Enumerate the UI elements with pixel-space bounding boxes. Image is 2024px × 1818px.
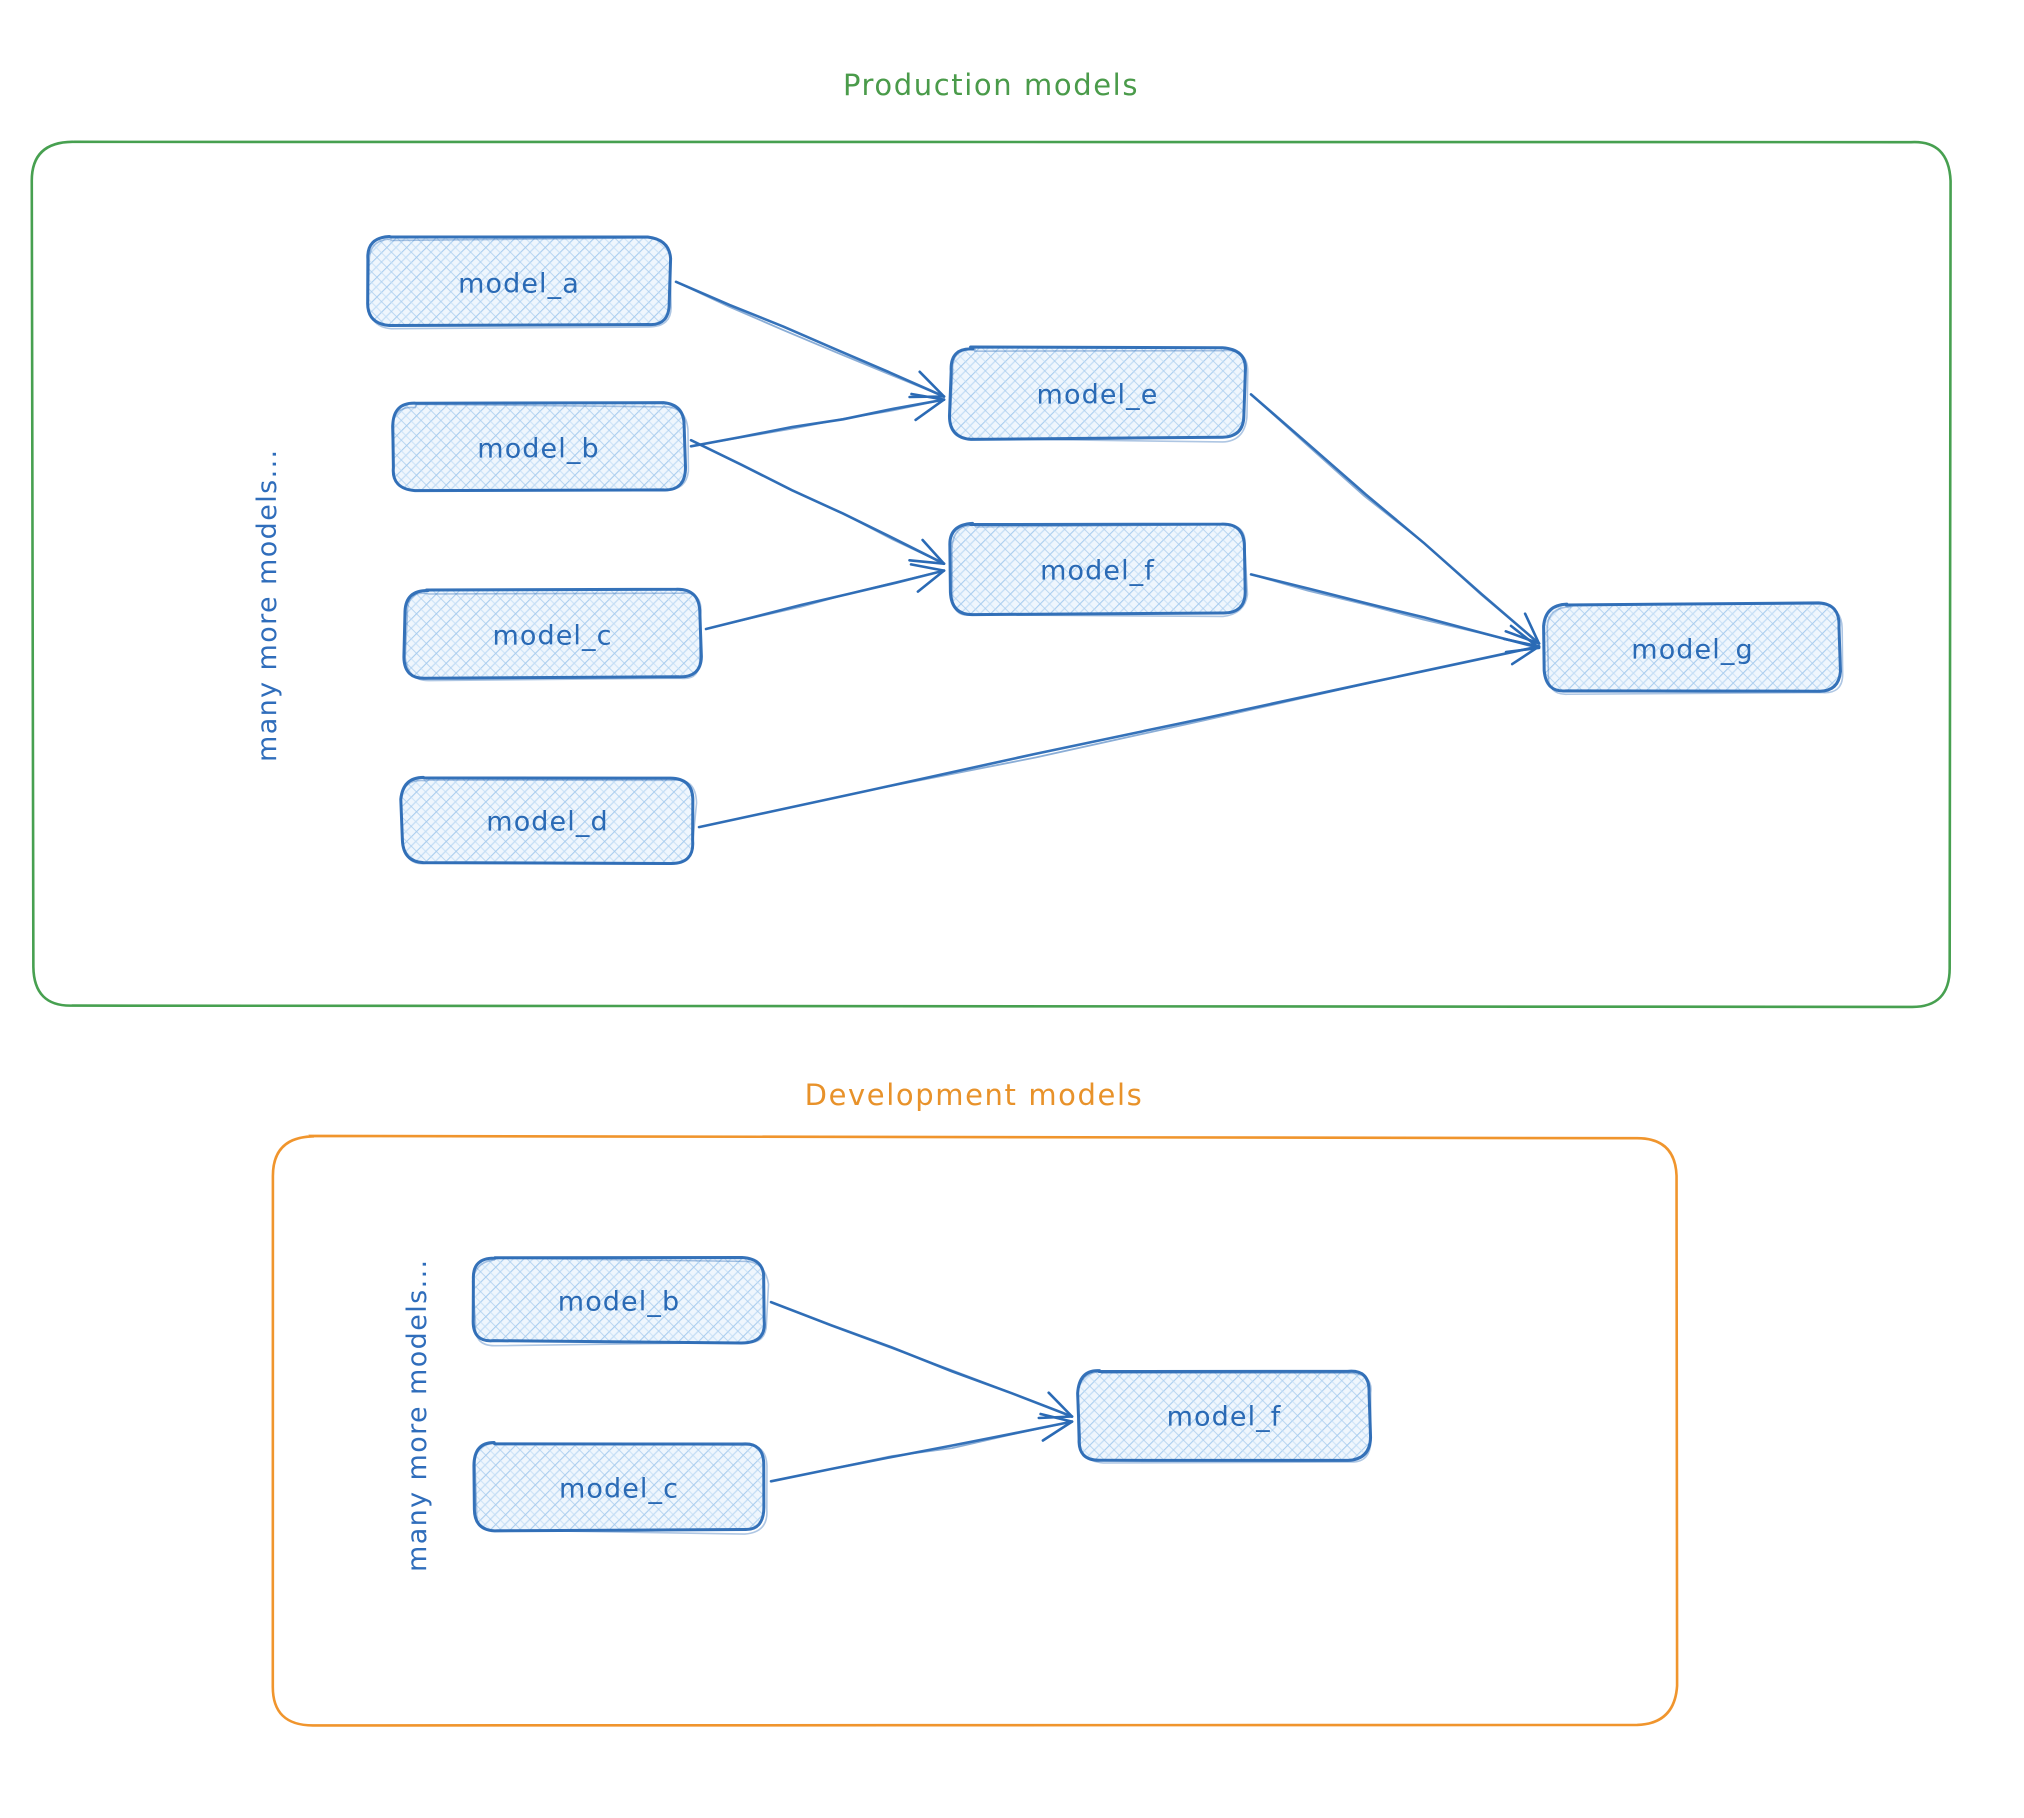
node-prod_a[interactable] bbox=[366, 235, 673, 330]
group-container-production bbox=[30, 140, 1952, 1009]
edge-prod_b-to-prod_f bbox=[689, 438, 946, 565]
group-container-development bbox=[271, 1134, 1679, 1727]
node-prod_f[interactable] bbox=[948, 521, 1249, 618]
edge-dev_b-to-dev_f bbox=[769, 1300, 1074, 1420]
edge-prod_d-to-prod_g bbox=[697, 637, 1541, 829]
node-prod_e[interactable] bbox=[947, 345, 1249, 443]
node-dev_b[interactable] bbox=[471, 1256, 770, 1347]
edge-dev_c-to-dev_f bbox=[769, 1412, 1074, 1483]
node-dev_f[interactable] bbox=[1076, 1369, 1373, 1464]
many-more-models-label-development: many more models... bbox=[402, 1258, 433, 1572]
node-prod_d[interactable] bbox=[399, 775, 698, 865]
node-dev_c[interactable] bbox=[472, 1441, 768, 1535]
node-prod_c[interactable] bbox=[402, 587, 703, 682]
edge-prod_a-to-prod_e bbox=[674, 280, 946, 399]
edge-prod_c-to-prod_f bbox=[704, 563, 946, 631]
node-prod_g[interactable] bbox=[1542, 601, 1844, 696]
edge-prod_b-to-prod_e bbox=[689, 392, 946, 448]
node-prod_b[interactable] bbox=[391, 401, 690, 493]
group-title-production: Production models bbox=[842, 68, 1140, 102]
many-more-models-label-production: many more models... bbox=[252, 448, 283, 762]
edge-prod_f-to-prod_g bbox=[1249, 573, 1541, 654]
edge-prod_e-to-prod_g bbox=[1249, 393, 1541, 645]
group-title-development: Development models bbox=[804, 1078, 1144, 1112]
